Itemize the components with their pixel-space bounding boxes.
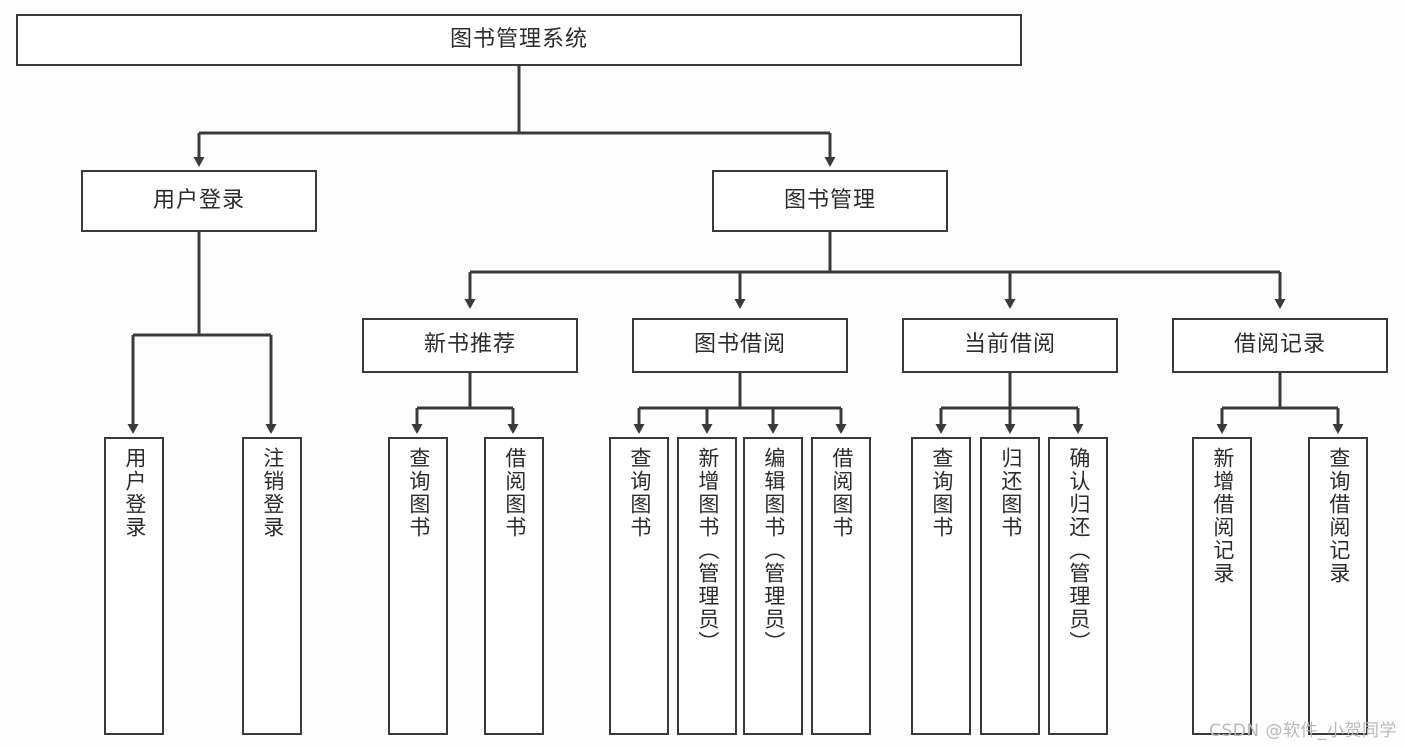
leaf-recommend-borrow-book[interactable]: 借阅图书 — [484, 437, 544, 735]
node-label: 确认归还（管理员） — [1066, 447, 1091, 654]
leaf-record-add-borrow-record[interactable]: 新增借阅记录 — [1192, 437, 1252, 735]
leaf-current-query-book[interactable]: 查询图书 — [911, 437, 971, 735]
node-label: 借阅图书 — [502, 447, 527, 539]
leaf-recommend-query-book[interactable]: 查询图书 — [388, 437, 448, 735]
node-label: 图书管理 — [783, 187, 876, 213]
node-label: 查询图书 — [627, 447, 652, 539]
node-current-borrow[interactable]: 当前借阅 — [902, 318, 1118, 373]
node-label: 用户登录 — [152, 187, 245, 213]
node-label: 当前借阅 — [963, 332, 1056, 358]
leaf-borrow-edit-book-admin[interactable]: 编辑图书（管理员） — [743, 437, 803, 735]
csdn-watermark: CSDN @软件_小贺同学 — [1209, 721, 1397, 741]
node-label: 新增借阅记录 — [1210, 447, 1235, 585]
leaf-logout-login[interactable]: 注销登录 — [242, 437, 302, 735]
leaf-borrow-query-book[interactable]: 查询图书 — [609, 437, 669, 735]
node-label: 查询图书 — [406, 447, 431, 539]
node-label: 注销登录 — [260, 447, 285, 539]
node-label: 图书借阅 — [693, 332, 786, 358]
node-label: 借阅图书 — [829, 447, 854, 539]
node-label: 查询图书 — [929, 447, 954, 539]
node-borrow-record[interactable]: 借阅记录 — [1172, 318, 1388, 373]
leaf-user-login[interactable]: 用户登录 — [104, 437, 164, 735]
node-label: 查询借阅记录 — [1326, 447, 1351, 585]
node-label: 图书管理系统 — [449, 26, 588, 52]
leaf-current-confirm-return-admin[interactable]: 确认归还（管理员） — [1048, 437, 1108, 735]
node-label: 编辑图书（管理员） — [761, 447, 786, 654]
node-label: 新增图书（管理员） — [695, 447, 720, 654]
leaf-current-return-book[interactable]: 归还图书 — [980, 437, 1040, 735]
node-root-system[interactable]: 图书管理系统 — [16, 14, 1022, 66]
leaf-record-query-borrow-record[interactable]: 查询借阅记录 — [1308, 437, 1368, 735]
leaf-borrow-add-book-admin[interactable]: 新增图书（管理员） — [677, 437, 737, 735]
leaf-borrow-borrow-book[interactable]: 借阅图书 — [811, 437, 871, 735]
node-label: 用户登录 — [122, 447, 147, 539]
node-user-login[interactable]: 用户登录 — [81, 170, 317, 232]
node-book-management[interactable]: 图书管理 — [712, 170, 948, 232]
node-new-book-recommend[interactable]: 新书推荐 — [362, 318, 578, 373]
node-book-borrow[interactable]: 图书借阅 — [632, 318, 848, 373]
node-label: 新书推荐 — [423, 332, 516, 358]
node-label: 借阅记录 — [1233, 332, 1326, 358]
node-label: 归还图书 — [998, 447, 1023, 539]
